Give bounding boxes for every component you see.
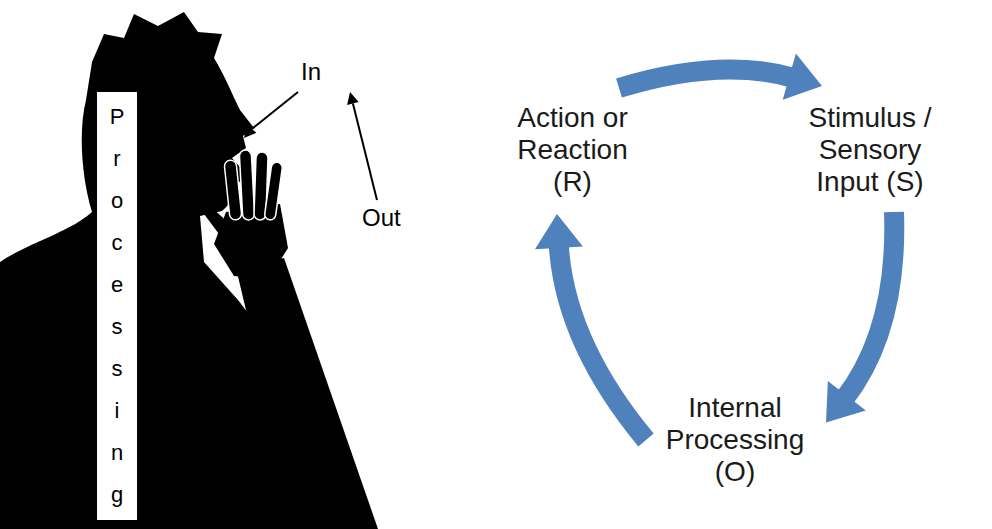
vertical-letter: s	[97, 348, 137, 390]
cycle-arrow	[844, 212, 894, 399]
vertical-letter: o	[97, 180, 137, 222]
leader-arrow-line	[252, 92, 298, 129]
internal-processing-node: Internal Processing (O)	[650, 382, 820, 498]
vertical-letter: P	[97, 96, 137, 138]
leader-arrowhead	[244, 125, 256, 138]
vertical-letter: n	[97, 432, 137, 474]
cycle-arrow	[559, 244, 646, 440]
thumb-silhouette	[204, 206, 232, 238]
finger-silhouette	[264, 162, 283, 221]
leader-arrow-line	[353, 104, 377, 200]
output-label: Out	[362, 204, 401, 232]
processing-box: Processing	[95, 90, 139, 522]
cycle-arrowhead	[535, 214, 583, 249]
vertical-label: Processing	[97, 96, 137, 516]
leader-arrowhead	[347, 92, 359, 105]
vertical-letter: g	[97, 474, 137, 516]
response-node: Action or Reaction (R)	[495, 92, 650, 208]
vertical-letter: s	[97, 306, 137, 348]
vertical-letter: c	[97, 222, 137, 264]
forearm-silhouette	[236, 258, 378, 529]
vertical-letter: r	[97, 138, 137, 180]
cycle-arrow	[619, 69, 793, 88]
finger-silhouette	[224, 160, 242, 221]
stimulus-node: Stimulus / Sensory Input (S)	[790, 92, 950, 208]
head-body-silhouette	[0, 12, 320, 529]
vertical-letter: e	[97, 264, 137, 306]
node-text: Internal Processing (O)	[660, 392, 810, 488]
node-text: Stimulus / Sensory Input (S)	[800, 102, 940, 198]
input-label: In	[301, 58, 321, 86]
finger-silhouette	[239, 150, 255, 221]
vertical-letter: i	[97, 390, 137, 432]
node-text: Action or Reaction (R)	[505, 102, 640, 198]
cycle-arrowhead	[783, 54, 822, 100]
cycle-arrowhead	[826, 381, 866, 423]
